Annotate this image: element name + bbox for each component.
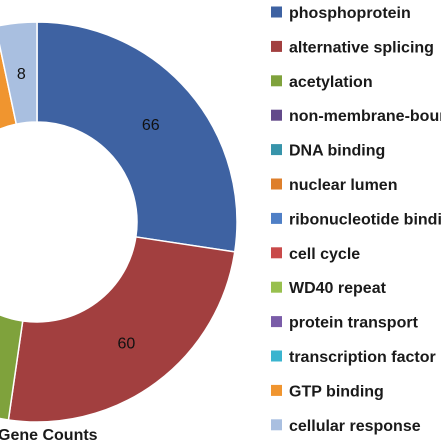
donut-slices [0,21,238,423]
legend-swatch [271,316,282,328]
legend-label: cell cycle [289,246,360,263]
legend-label: ribonucleotide binding [289,211,441,228]
legend-swatch [271,178,282,190]
legend-swatch [271,40,282,52]
slice-value-label: 66 [142,117,160,134]
legend-swatch [271,212,282,224]
legend-label: DNA binding [289,143,385,160]
chart-title: Gene Counts [0,427,98,441]
legend-label: transcription factor [289,349,436,366]
slice-value-label: 60 [118,335,136,352]
legend-label: WD40 repeat [289,280,387,297]
legend-label: GTP binding [289,383,384,400]
slice-value-label: 8 [17,66,26,83]
slice-acetylation [0,314,24,421]
legend-label: acetylation [289,74,373,91]
slice-value-labels: 66602511999999988 [17,66,160,353]
legend-swatch [271,384,282,396]
legend-swatch [271,281,282,293]
slice-alternative-splicing [7,236,236,423]
legend-label: cellular response [289,418,421,435]
legend-swatch [271,144,282,156]
legend-label: non-membrane-bounded organelle [289,108,441,125]
slice-cellular-response [0,21,38,126]
legend-label: protein transport [289,315,419,332]
legend-swatch [271,419,282,431]
legend-swatch [271,109,282,121]
legend-swatch [271,6,282,18]
slice-phosphoprotein [36,21,238,253]
chart-legend: phosphoprotein alternative splicing acetyl… [271,5,441,435]
legend-label: alternative splicing [289,39,434,56]
legend-swatch [271,350,282,362]
legend-swatch [271,75,282,87]
legend-swatch [271,247,282,259]
legend-label: phosphoprotein [289,5,411,22]
legend-label: nuclear lumen [289,177,397,194]
